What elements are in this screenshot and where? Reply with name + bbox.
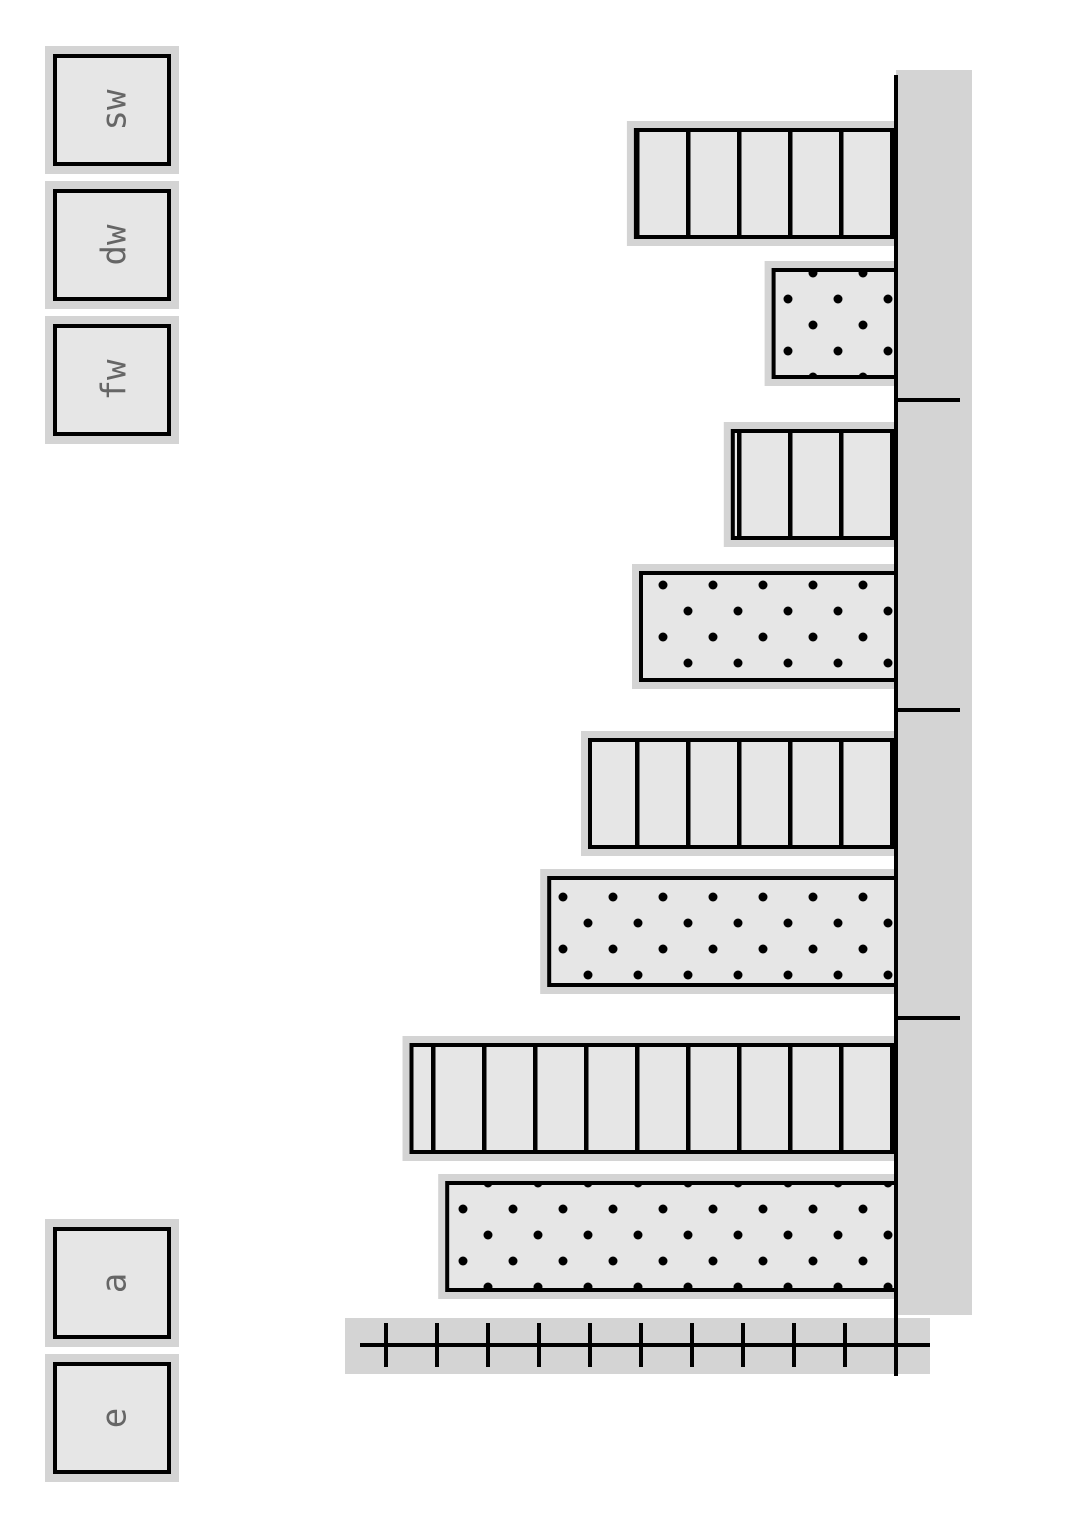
bar-g2-s1-pattern [732, 431, 896, 538]
bar-g2-s0-pattern [641, 573, 896, 680]
axes-layer [360, 75, 960, 1376]
legend-upper-item-2-swatch [53, 324, 171, 436]
legend-lower-item-1-swatch [53, 1362, 171, 1474]
legend-upper-item-0-swatch [53, 54, 171, 166]
baseline-shadow [896, 70, 972, 1315]
legend-lower-item-1-label: e [95, 1408, 135, 1428]
bars-layer [409, 128, 899, 1292]
legend-lower-item-0-swatch [53, 1227, 171, 1339]
bar-g1-s1-pattern [590, 740, 896, 847]
legend-upper-item-0-label: sw [95, 89, 135, 130]
shadow-layer [345, 70, 972, 1374]
bar-g0-s1-pattern [411, 1045, 896, 1152]
bar-g2-s2-pattern [773, 270, 896, 377]
legend-upper-item-1-swatch [53, 189, 171, 301]
bar-g0-s0-pattern [447, 1183, 896, 1290]
legend-upper-item-2-label: fw [95, 359, 135, 400]
bar-g1-s0-pattern [549, 878, 896, 985]
legend-upper-item-1-label: dw [95, 224, 135, 265]
legend-lower-item-0-label: a [95, 1273, 135, 1293]
bar-g2-s1-extra-pattern [635, 130, 896, 237]
legend: sw dw fw a e [45, 46, 179, 1482]
